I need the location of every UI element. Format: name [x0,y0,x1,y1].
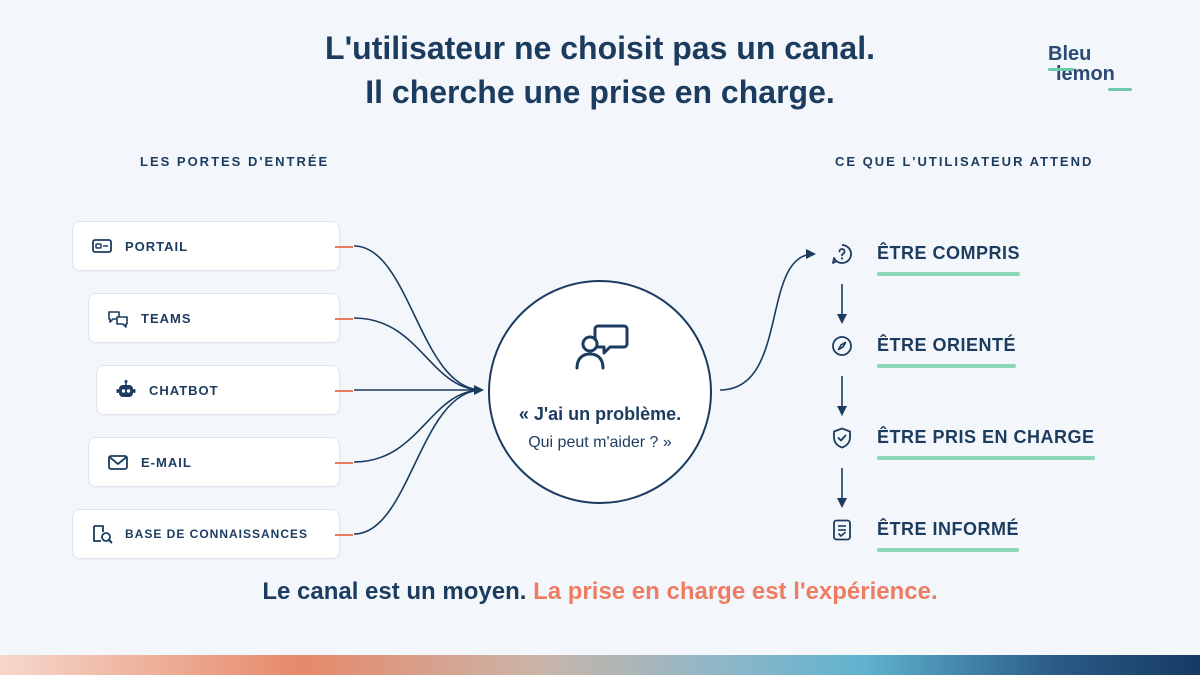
entry-label: TEAMS [141,310,192,326]
expectation-label: ÊTRE COMPRIS [877,242,1021,276]
shield-check-icon [830,426,854,450]
left-section-label: LES PORTES D'ENTRÉE [140,154,330,169]
title-line-1: L'utilisateur ne choisit pas un canal. [325,30,875,66]
robot-icon [115,379,137,401]
quote-line-1: « J'ai un problème. [518,404,682,424]
logo-underline-1 [1048,68,1074,71]
logo-line-1: Bleu [1048,43,1092,65]
entry-portail[interactable]: PORTAIL [72,221,353,271]
expectation-label: ÊTRE INFORMÉ [877,518,1020,552]
entry-chatbot[interactable]: CHATBOT [96,365,353,415]
central-need-circle: « J'ai un problème. Qui peut m'aider ? » [488,280,712,504]
question-bubble-icon [830,242,854,266]
entry-label: CHATBOT [149,382,219,398]
expectation-text: ÊTRE INFORMÉ [877,518,1020,539]
user-speech-icon [574,322,630,372]
expectation-underline [877,455,1095,460]
expectation-etre-pris-en-charge: ÊTRE PRIS EN CHARGE [830,418,1095,460]
entry-connector-dash [335,246,353,248]
footer-part-1: Le canal est un moyen. [262,578,527,605]
entry-label: E-MAIL [141,454,192,470]
expectation-etre-informe: ÊTRE INFORMÉ [830,510,1020,552]
entry-label: BASE DE CONNAISSANCES [125,527,309,541]
expectation-etre-oriente: ÊTRE ORIENTÉ [830,326,1017,368]
expectation-text: ÊTRE COMPRIS [877,242,1021,263]
portal-card-icon [91,235,113,257]
expectation-label: ÊTRE PRIS EN CHARGE [877,426,1095,460]
footer-part-2: La prise en charge est l'expérience. [533,578,938,605]
compass-icon [830,334,854,358]
quote-line-2: Qui peut m'aider ? » [528,434,672,451]
title-line-2: Il cherche une prise en charge. [365,74,835,110]
expectation-underline [877,271,1021,276]
entry-base-de-connaissances[interactable]: BASE DE CONNAISSANCES [72,509,353,559]
brand-logo: Bleu lemon [1048,43,1138,91]
chat-bubbles-icon [107,307,129,329]
connector-knowledge [353,385,484,535]
page-title: L'utilisateur ne choisit pas un canal. I… [0,26,1200,114]
entry-label: PORTAIL [125,238,189,254]
logo-underline-2 [1108,88,1132,91]
connector-to-expectations [719,249,816,391]
entry-connector-dash [335,462,353,464]
entry-teams[interactable]: TEAMS [88,293,353,343]
bottom-gradient-bar [0,655,1200,675]
entry-connector-dash [335,390,353,392]
expectation-underline [877,363,1017,368]
document-check-icon [830,518,854,542]
entry-email[interactable]: E-MAIL [88,437,353,487]
entry-connector-dash [335,534,353,536]
knowledge-search-icon [91,523,113,545]
expectation-label: ÊTRE ORIENTÉ [877,334,1017,368]
connector-email [353,389,483,463]
connector-teams [353,317,483,391]
expectation-text: ÊTRE PRIS EN CHARGE [877,426,1095,447]
connector-portail [353,245,483,391]
expectation-etre-compris: ÊTRE COMPRIS [830,234,1021,276]
expectation-underline [877,547,1020,552]
footer-tagline: Le canal est un moyen. La prise en charg… [0,578,1200,606]
expectation-text: ÊTRE ORIENTÉ [877,334,1017,355]
entry-connector-dash [335,318,353,320]
right-section-label: CE QUE L'UTILISATEUR ATTEND [835,154,1094,169]
envelope-icon [107,451,129,473]
